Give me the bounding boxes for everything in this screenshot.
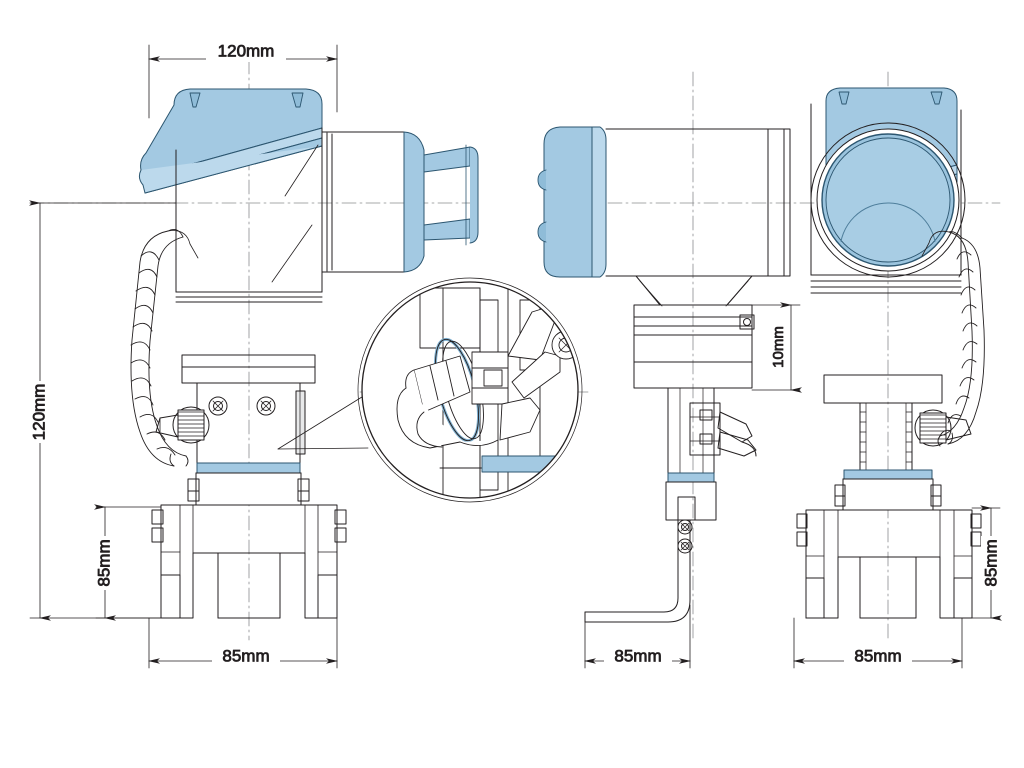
display-view-clamp-bolts bbox=[834, 484, 942, 507]
front-view-weather-cover bbox=[138, 88, 323, 194]
dimension-layer: 120mm 120mm 85mm 85mm bbox=[29, 40, 1003, 669]
side-view-housing bbox=[605, 128, 791, 307]
side-view-end-cover bbox=[537, 126, 607, 278]
front-view-mounting-bracket bbox=[151, 472, 347, 619]
display-view bbox=[796, 87, 985, 619]
detail-view bbox=[277, 277, 583, 503]
dim-side-width-label: 85mm bbox=[614, 646, 661, 665]
detail-view-content bbox=[362, 282, 578, 498]
front-view-screws bbox=[208, 396, 276, 416]
dim-left-height: 120mm bbox=[29, 200, 177, 621]
front-view-flexible-conduit bbox=[130, 229, 199, 467]
detail-leader-lines bbox=[277, 391, 371, 450]
dim-front-width-label: 85mm bbox=[222, 646, 269, 665]
dim-top-width-label: 120mm bbox=[218, 41, 275, 60]
front-view bbox=[130, 88, 479, 619]
side-view bbox=[537, 126, 791, 623]
display-view-flexible-conduit bbox=[921, 230, 985, 447]
dim-left-bracket-label: 85mm bbox=[94, 539, 113, 586]
dim-side-width: 85mm bbox=[584, 604, 691, 669]
display-view-cable-gland bbox=[914, 409, 972, 447]
detail-view-circle bbox=[361, 281, 579, 499]
dim-right-width-label: 85mm bbox=[854, 646, 901, 665]
display-view-mounting-bracket bbox=[796, 478, 982, 619]
dim-side-offset-label: 10mm bbox=[770, 326, 787, 368]
dim-right-bracket-label: 85mm bbox=[981, 539, 1000, 586]
dim-left-bracket: 85mm bbox=[94, 504, 162, 621]
front-view-bracket-bolts bbox=[151, 509, 347, 543]
dim-side-offset: 10mm bbox=[751, 302, 802, 393]
dim-left-height-label: 120mm bbox=[29, 384, 48, 441]
front-view-clamp-bolts bbox=[187, 478, 310, 502]
side-view-process-arm bbox=[584, 496, 696, 623]
display-window bbox=[810, 122, 966, 278]
dim-right-bracket: 85mm bbox=[971, 505, 1003, 621]
dim-right-width: 85mm bbox=[793, 617, 963, 669]
dim-front-width: 85mm bbox=[148, 617, 338, 669]
front-view-housing bbox=[175, 127, 479, 303]
side-view-neck bbox=[633, 304, 757, 521]
side-view-terminal-block bbox=[689, 402, 757, 457]
front-view-cable-gland bbox=[155, 406, 210, 444]
display-view-housing bbox=[810, 103, 962, 294]
dim-top-width: 120mm bbox=[148, 40, 338, 119]
display-view-bracket-bolts bbox=[796, 513, 982, 547]
